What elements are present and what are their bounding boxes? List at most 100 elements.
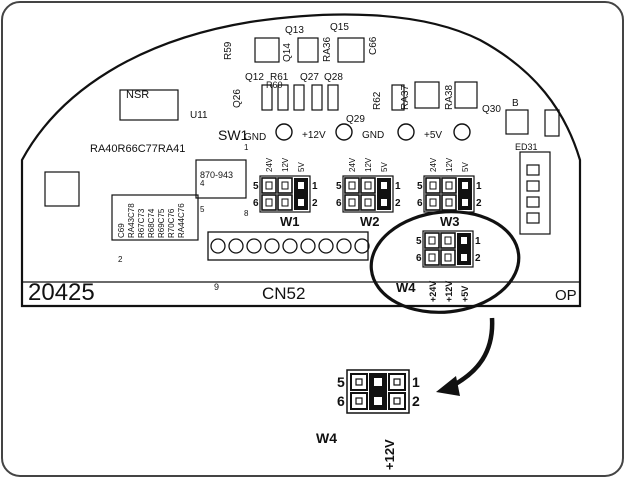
detail-pin — [355, 378, 363, 386]
w4-pin — [444, 253, 452, 262]
w4-pin — [461, 254, 467, 261]
detail-arrow — [450, 317, 495, 388]
label-num-4: 4 — [200, 179, 205, 188]
cn52-pin — [228, 238, 244, 254]
detail-pin-socket — [388, 373, 406, 391]
w2-pin — [348, 198, 356, 207]
label-q12: Q12 — [245, 72, 264, 83]
label-ra36: RA36 — [322, 37, 333, 62]
w4-voltage-label: +24V — [428, 281, 438, 302]
cn52-pin — [300, 238, 316, 254]
label-ra37: RA37 — [400, 85, 411, 110]
w2-pin-socket — [360, 194, 376, 211]
svg-text:C69: C69 — [117, 223, 126, 238]
svg-text:R70C76: R70C76 — [167, 208, 176, 238]
w2-label: W2 — [360, 214, 380, 229]
w4-label: W4 — [396, 280, 416, 295]
label-b: B — [512, 98, 519, 109]
label-nsr: NSR — [126, 89, 149, 101]
label-num-8: 8 — [244, 209, 249, 218]
w4-pin-socket — [440, 232, 456, 249]
w3-pin-socket — [441, 194, 457, 211]
top-components — [44, 37, 560, 241]
w4-pin5-label: 5 — [416, 236, 422, 247]
w1-pin-socket — [277, 177, 293, 194]
w1-pin — [281, 181, 289, 190]
label-q27: Q27 — [300, 72, 319, 83]
w1-pin — [265, 198, 273, 207]
w1-pin5-label: 5 — [253, 181, 259, 192]
w2-pin-socket — [344, 177, 360, 194]
w2-voltage-label: 24V — [348, 157, 357, 172]
cn52-pin — [318, 238, 334, 254]
label-plus12v: +12V — [302, 130, 326, 141]
w2-pin2-label: 2 — [395, 198, 401, 209]
w4-pin-socket — [440, 249, 456, 266]
w2-pin-socket — [360, 177, 376, 194]
w2-pin — [348, 181, 356, 190]
w1-pin-socket — [261, 194, 277, 211]
detail-pin — [374, 397, 382, 405]
cn52-pins — [210, 238, 370, 254]
label-cn52-pin9: 9 — [214, 282, 219, 292]
w4-pin2-label: 2 — [475, 253, 481, 264]
detail-pin-socket — [350, 392, 368, 410]
label-sw1: SW1 — [218, 127, 249, 143]
w4-pin1-label: 1 — [475, 236, 481, 247]
w1-pin-socket — [277, 194, 293, 211]
w4-voltage-label: +12V — [444, 281, 454, 302]
detail-w4-label: W4 — [316, 430, 337, 446]
svg-text:R69C75: R69C75 — [157, 208, 166, 238]
w3-voltage-label: 24V — [429, 157, 438, 172]
w1-jumper-cap — [294, 178, 308, 210]
svg-text:RA44C76: RA44C76 — [177, 203, 186, 238]
w3-pin — [462, 182, 468, 189]
w3-jumper-cap — [458, 178, 472, 210]
label-c66: C66 — [368, 36, 379, 55]
w3-pin — [462, 199, 468, 206]
label-q14: Q14 — [282, 43, 293, 62]
w2-voltage-label: 12V — [364, 157, 373, 172]
testpoint-5v — [453, 123, 471, 141]
w1-frame — [259, 175, 311, 213]
cn52-pin — [246, 238, 262, 254]
w3-pin-socket — [425, 177, 441, 194]
w3-pin-socket — [441, 177, 457, 194]
w3-pin6-label: 6 — [417, 198, 423, 209]
label-ic: 870-943 — [200, 170, 233, 180]
w2-pin — [381, 182, 387, 189]
w3-voltage-label: 12V — [445, 157, 454, 172]
label-q28: Q28 — [324, 72, 343, 83]
w3-pin — [445, 198, 453, 207]
w1-pin — [298, 199, 304, 206]
cn52-connector — [207, 231, 369, 261]
detail-pin — [374, 378, 382, 386]
detail-jumper-cap — [369, 373, 387, 410]
w2-jumper-cap — [377, 178, 391, 210]
label-gnd-1: GND — [244, 132, 266, 143]
detail-pin1-label: 1 — [412, 374, 420, 390]
w1-pin — [265, 181, 273, 190]
w1-pin1-label: 1 — [312, 181, 318, 192]
w2-pin-socket — [344, 194, 360, 211]
detail-voltage-label: +12V — [382, 439, 397, 470]
label-q30: Q30 — [482, 104, 501, 115]
w3-voltage-label: 5V — [461, 162, 470, 172]
testpoint-gnd-2 — [397, 123, 415, 141]
w1-voltage-label: 5V — [297, 162, 306, 172]
svg-text:RA43C78: RA43C78 — [127, 203, 136, 238]
detail-pin-socket — [388, 392, 406, 410]
label-num-1: 1 — [244, 143, 249, 152]
detail-pin5-label: 5 — [337, 374, 345, 390]
label-plus5v: +5V — [424, 130, 442, 141]
label-op: OP — [555, 287, 577, 304]
detail-pin-socket — [350, 373, 368, 391]
w1-voltage-label: 24V — [265, 157, 274, 172]
